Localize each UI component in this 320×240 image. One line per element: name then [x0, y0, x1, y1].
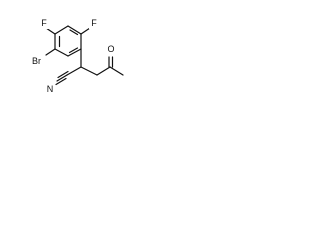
nitrile-triple-bond-upper	[57, 70, 69, 79]
fluorine-top-label: F	[41, 18, 47, 28]
ring-bond-1	[54, 48, 69, 57]
chemical-structure-canvas: F F Br O N	[0, 0, 152, 152]
ring-double-bond-inner-2	[69, 29, 79, 36]
ring-bond-3	[54, 25, 69, 35]
bond-alpha-to-nitrile-carbon	[66, 66, 82, 76]
atom-label-n: N	[45, 84, 55, 95]
ring-bond-4	[67, 25, 82, 35]
ring-double-bond-inner-3	[68, 47, 79, 54]
atom-label-o: O	[106, 44, 116, 55]
atom-label-f-top: F	[39, 18, 49, 29]
nitrile-triple-bond-lower	[55, 77, 67, 86]
nitrogen-label: N	[47, 84, 54, 94]
bond-carbonyl-to-methyl	[109, 66, 124, 76]
ring-bond-6	[67, 48, 82, 57]
atom-label-br: Br	[28, 56, 45, 67]
atom-label-f-right: F	[89, 18, 99, 29]
benzene-ring	[54, 25, 82, 57]
molecule-diagram: F F Br O N	[28, 18, 124, 95]
bromine-label: Br	[32, 56, 41, 66]
bond-methylene-to-carbonyl	[96, 66, 111, 76]
bond-ring-to-f-right	[80, 27, 91, 35]
bond-ring-to-br	[45, 48, 56, 56]
bond-alpha-to-methylene	[80, 66, 98, 76]
fluorine-right-label: F	[91, 18, 97, 28]
oxygen-label: O	[107, 44, 114, 54]
nitrile-triple-bond-center	[56, 74, 68, 82]
